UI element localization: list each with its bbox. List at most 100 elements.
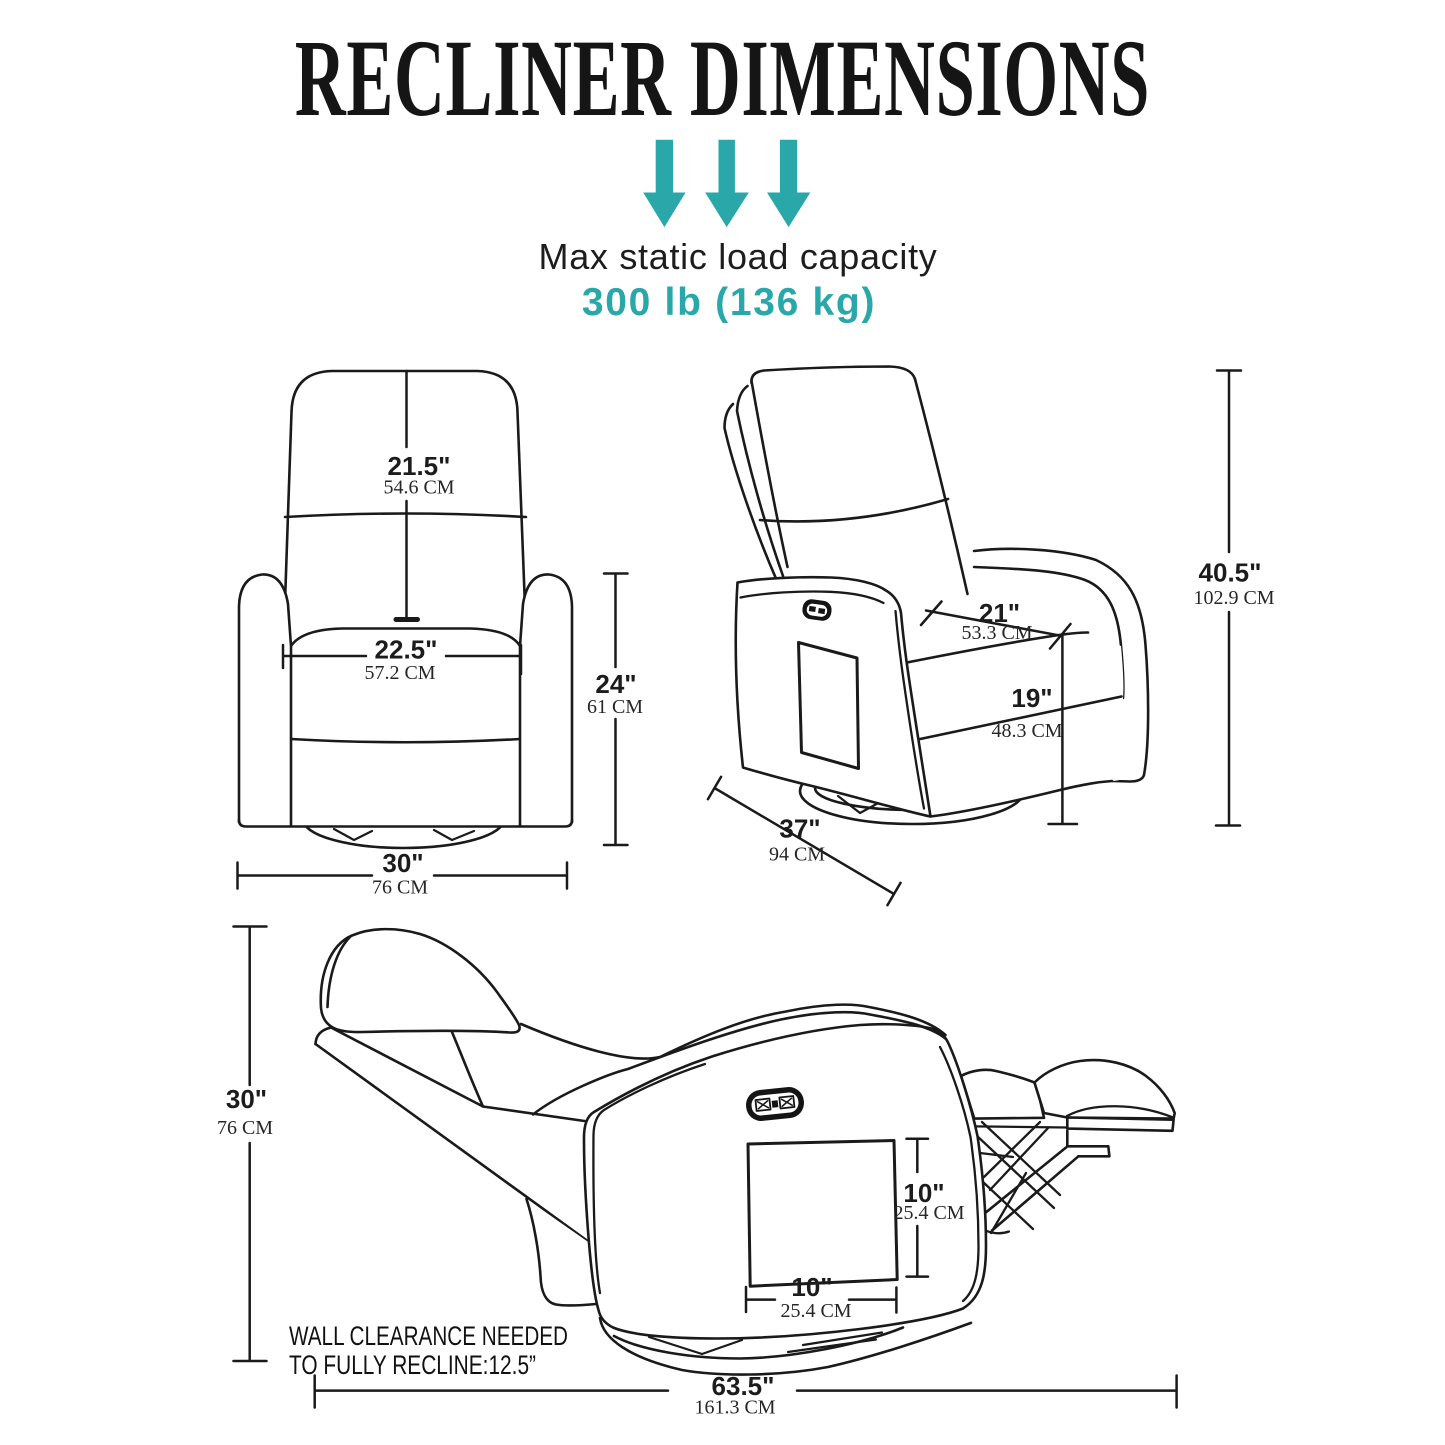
front-view xyxy=(236,369,629,890)
front-bottom-edge xyxy=(237,818,574,828)
side-backframe-band-outer xyxy=(723,402,779,584)
side-base-legs xyxy=(836,793,982,815)
front-right-armrest xyxy=(520,574,572,826)
reclined-length-cm: 161.3 CM xyxy=(694,1397,775,1419)
front-seat-top-edge xyxy=(289,627,522,648)
front-seat-bottom-seam xyxy=(289,737,522,744)
reclined-view xyxy=(232,925,1178,1409)
page-title: RECLINER DIMENSIONS xyxy=(294,17,1151,139)
front-overall-width-line xyxy=(236,861,569,890)
recliner-mechanism xyxy=(974,1120,1062,1235)
side-dimension-lines xyxy=(706,369,1243,907)
reclined-backrest-band-outer xyxy=(519,1003,947,1060)
front-back-width-cm: 54.6 CM xyxy=(383,477,454,499)
side-backframe-band xyxy=(735,384,785,578)
side-overall-depth-line xyxy=(706,775,902,907)
wall-clearance-note-line2: TO FULLY RECLINE:12.5” xyxy=(289,1350,536,1380)
reclined-height-inches: 30" xyxy=(226,1084,267,1114)
front-arm-height-cm: 61 CM xyxy=(587,696,643,718)
footrest-cushion-near-seam xyxy=(974,1125,1068,1129)
front-dimension-lines xyxy=(236,572,629,890)
front-right-armrest-outline xyxy=(518,573,574,828)
side-panel-top-seam xyxy=(739,590,885,605)
side-backrest-left-edge xyxy=(750,379,789,569)
front-left-armrest-outline xyxy=(237,573,293,828)
side-armrest xyxy=(974,548,1149,782)
dimension-labels: 21.5" 54.6 CM 22.5" 57.2 CM 24" 61 CM 30… xyxy=(217,451,1275,1419)
reclined-pillow-seam xyxy=(326,935,352,1009)
side-backrest xyxy=(751,366,968,640)
footrest-cushion-near xyxy=(959,1068,1046,1120)
side-seat-height-cm: 48.3 CM xyxy=(991,720,1062,742)
pocket-height-line xyxy=(905,1137,930,1278)
pocket-height-inches: 10" xyxy=(903,1178,944,1208)
footrest-bracket xyxy=(1066,1129,1111,1158)
reclined-rear-support xyxy=(526,1199,590,1306)
reclined-base-legs xyxy=(647,1331,884,1356)
reclined-backrest-corner-edge xyxy=(450,1030,485,1108)
reclined-backframe-bottom xyxy=(314,1042,591,1244)
usb-panel-face xyxy=(805,602,829,619)
side-panel xyxy=(734,575,932,818)
footrest-cushion-far xyxy=(1033,1058,1176,1120)
reclined-headrest-pillow xyxy=(319,927,521,1034)
down-arrow-icon xyxy=(767,139,811,228)
reclined-length-line xyxy=(313,1374,1178,1409)
front-footrest-panel xyxy=(291,740,520,826)
side-overall-depth-cm: 94 CM xyxy=(769,844,825,866)
front-seat-width-cm: 57.2 CM xyxy=(364,662,435,684)
side-seat-front-edge xyxy=(905,631,1090,664)
side-backrest-right-edge xyxy=(913,377,969,596)
side-seat-depth-cm: 53.3 CM xyxy=(961,622,1032,644)
pocket-width-inches: 10" xyxy=(791,1272,832,1302)
side-backrest-top-edge xyxy=(750,365,917,385)
usb-control-panel xyxy=(802,599,832,621)
footrest-strut xyxy=(978,1146,1080,1232)
reclined-body-inner-seam xyxy=(592,1062,707,1295)
reclined-body xyxy=(582,1022,988,1340)
side-seat-depth-line xyxy=(919,600,1072,650)
wall-clearance-note-line1: WALL CLEARANCE NEEDED xyxy=(289,1321,568,1351)
side-front-faces xyxy=(907,632,1126,817)
side-seat-height-inches: 19" xyxy=(1011,683,1052,713)
reclined-backrest-band-inner xyxy=(531,1010,948,1116)
front-base-legs xyxy=(332,827,476,842)
reclined-length-inches: 63.5" xyxy=(712,1371,775,1401)
front-overall-width-inches: 30" xyxy=(382,848,423,878)
side-panel-right-seam xyxy=(894,609,926,810)
usb-port xyxy=(808,605,816,612)
footrest-cushion-far-seam xyxy=(1065,1105,1175,1119)
front-arm-height-line xyxy=(602,572,629,847)
down-arrow-icon xyxy=(643,139,811,228)
front-left-armrest xyxy=(239,574,291,826)
recline-button-center xyxy=(771,1100,779,1108)
side-pocket xyxy=(797,641,860,770)
reclined-backframe-cap xyxy=(314,1026,333,1046)
reclined-swivel-base-outer xyxy=(598,1316,973,1376)
reclined-rear-support-edge xyxy=(525,1197,598,1307)
footrest-platform xyxy=(1066,1116,1175,1133)
down-arrow-icon xyxy=(705,139,749,228)
pocket-width-cm: 25.4 CM xyxy=(780,1300,851,1322)
pocket-height-cm: 25.4 CM xyxy=(893,1202,964,1224)
capacity-value: 300 lb (136 kg) xyxy=(581,281,877,324)
reclined-height-line xyxy=(232,925,268,1363)
side-armrest-outer-edge xyxy=(972,547,1150,783)
front-seat-width-inches: 22.5" xyxy=(375,635,438,665)
diagram-root: 21.5" 54.6 CM 22.5" 57.2 CM 24" 61 CM 30… xyxy=(217,139,1275,1419)
recline-button-back-glyph xyxy=(756,1100,770,1110)
down-arrow-icon xyxy=(643,139,686,228)
reclined-pocket xyxy=(746,1139,899,1288)
side-seat-height-line xyxy=(1047,634,1079,826)
side-view xyxy=(706,365,1243,907)
side-overall-depth-inches: 37" xyxy=(779,814,820,844)
pocket-width-line xyxy=(744,1285,898,1314)
front-backrest-outline xyxy=(282,369,528,648)
side-backrest-seam xyxy=(758,497,950,523)
front-arm-height-inches: 24" xyxy=(595,669,636,699)
front-seat-width-line xyxy=(281,643,523,676)
side-overall-height-cm: 102.9 CM xyxy=(1193,587,1274,609)
capacity-label: Max static load capacity xyxy=(538,236,938,277)
